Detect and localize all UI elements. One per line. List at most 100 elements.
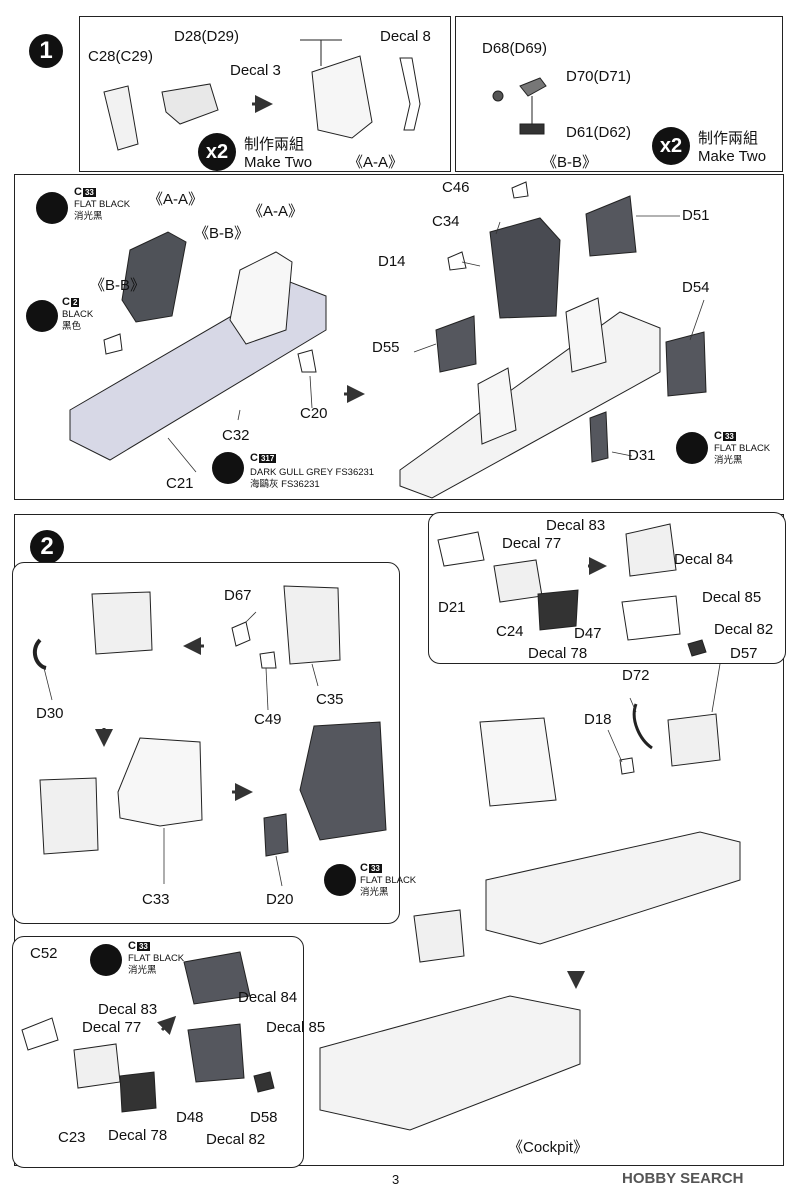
view-tag: 《B-B》 [90,277,146,294]
decal-label: Decal 8 [380,28,431,45]
decal-label: Decal 78 [108,1127,168,1144]
part-label: D67 [224,587,252,604]
paint-name-en: FLAT BLACK [128,953,185,964]
part-label: C52 [30,945,58,962]
paint-brush-icon [212,452,244,484]
painted-sidewall-drawing [299,721,387,841]
step1-subassembly-a-panel: C28(C29) D28(D29) Decal 3 Decal 8 x2 制作兩… [79,16,451,172]
part-label: D20 [266,891,294,908]
part-label: D55 [372,339,400,356]
step2-bottom-inset [12,936,304,1168]
part-d67-drawing [231,621,251,647]
front-seat-installed [477,367,517,445]
part-c24-drawing [493,559,543,603]
part-label: C34 [432,213,460,230]
rear-seat-installed [565,297,607,373]
sidewall-assembly-drawing [39,777,99,855]
part-d31-drawing [589,411,609,463]
rear-panel-drawing [667,713,721,767]
quantity-text-zh: 制作兩組 [698,130,759,147]
part-d72-drawing [632,703,653,750]
part-label: C20 [300,405,328,422]
part-label: D68(D69) [482,40,548,57]
paint-name-zh: 消光黑 [128,965,157,976]
part-label: C21 [166,475,194,492]
decal-label: Decal 84 [674,551,734,568]
step1-subassembly-b-panel: D68(D69) D70(D71) D61(D62) x2 制作兩組 Make … [455,16,783,172]
part-d47-drawing [621,595,681,641]
cockpit-caption: 《Cockpit》 [508,1139,589,1156]
part-c49-drawing [259,651,277,669]
part-c35-drawing [283,585,341,665]
part-c20-drawing [297,349,317,373]
quantity-text-zh: 制作兩組 [244,136,305,153]
decal-label: Decal 82 [206,1131,266,1148]
part-d18-drawing [619,757,635,775]
view-tag: 《A-A》 [248,203,304,220]
part-label: D28(D29) [174,28,240,45]
ejection-seat-drawing [311,55,373,139]
quantity-text-en: Make Two [698,148,767,165]
part-d54-drawing [665,331,707,397]
paint-name-zh: 海鷗灰 FS36231 [250,479,320,490]
step-2-number: 2 [30,530,64,564]
step2-right-inset [428,512,786,664]
part-label: D18 [584,711,612,728]
part-c46-drawing [511,181,529,199]
part-c34-drawing [489,217,561,319]
part-label: D31 [628,447,656,464]
quantity-badge: x2 [652,127,690,165]
paint-name-en: BLACK [62,309,94,320]
watermark: HOBBY SEARCH [622,1170,744,1187]
part-label: C28(C29) [88,48,154,65]
part-label: C24 [496,623,524,640]
view-tag: 《A-A》 [148,191,204,208]
part-label: D72 [622,667,650,684]
part-c52-drawing [21,1017,59,1051]
part-label: D58 [250,1109,278,1126]
part-label: C49 [254,711,282,728]
view-tag: 《A-A》 [348,154,404,171]
decal-label: Decal 84 [238,989,298,1006]
paint-name-zh: 消光黑 [360,887,389,898]
decal-78-bottom-drawing [119,1071,157,1113]
part-d30-drawing [32,638,47,670]
completed-cockpit-drawing [319,995,581,1131]
part-label: D47 [574,625,602,642]
decal-label: Decal 3 [230,62,281,79]
paint-name-zh: 消光黑 [74,211,103,222]
decal-label: Decal 77 [82,1019,142,1036]
part-label: D30 [36,705,64,722]
paint-brush-icon [324,864,356,896]
decal-label: Decal 83 [98,1001,158,1018]
part-label: D51 [682,207,710,224]
part-d70-drawing [519,77,547,97]
decal-label: Decal 85 [266,1019,326,1036]
instrument-panel-drawing [625,523,677,577]
quantity-text-en: Make Two [244,154,313,171]
part-d61-drawing [519,123,545,135]
part-d48-drawing [187,1023,245,1083]
paint-name-en: FLAT BLACK [74,199,131,210]
seat-a-a-painted [121,231,187,323]
part-d68-drawing [492,90,504,102]
part-d57-drawing [687,639,707,657]
paint-name-en: FLAT BLACK [360,875,417,886]
part-d58-drawing [253,1071,275,1093]
paint-brush-icon [90,944,122,976]
part-c35-left-drawing [91,591,153,655]
part-label: C33 [142,891,170,908]
part-label: D70(D71) [566,68,632,85]
part-c23-drawing [73,1043,121,1089]
view-tag: 《B-B》 [542,154,598,171]
paint-brush-icon [26,300,58,332]
page-number: 3 [392,1172,400,1187]
decal-label: Decal 85 [702,589,762,606]
part-label: C46 [442,179,470,196]
part-d51-drawing [585,195,637,257]
